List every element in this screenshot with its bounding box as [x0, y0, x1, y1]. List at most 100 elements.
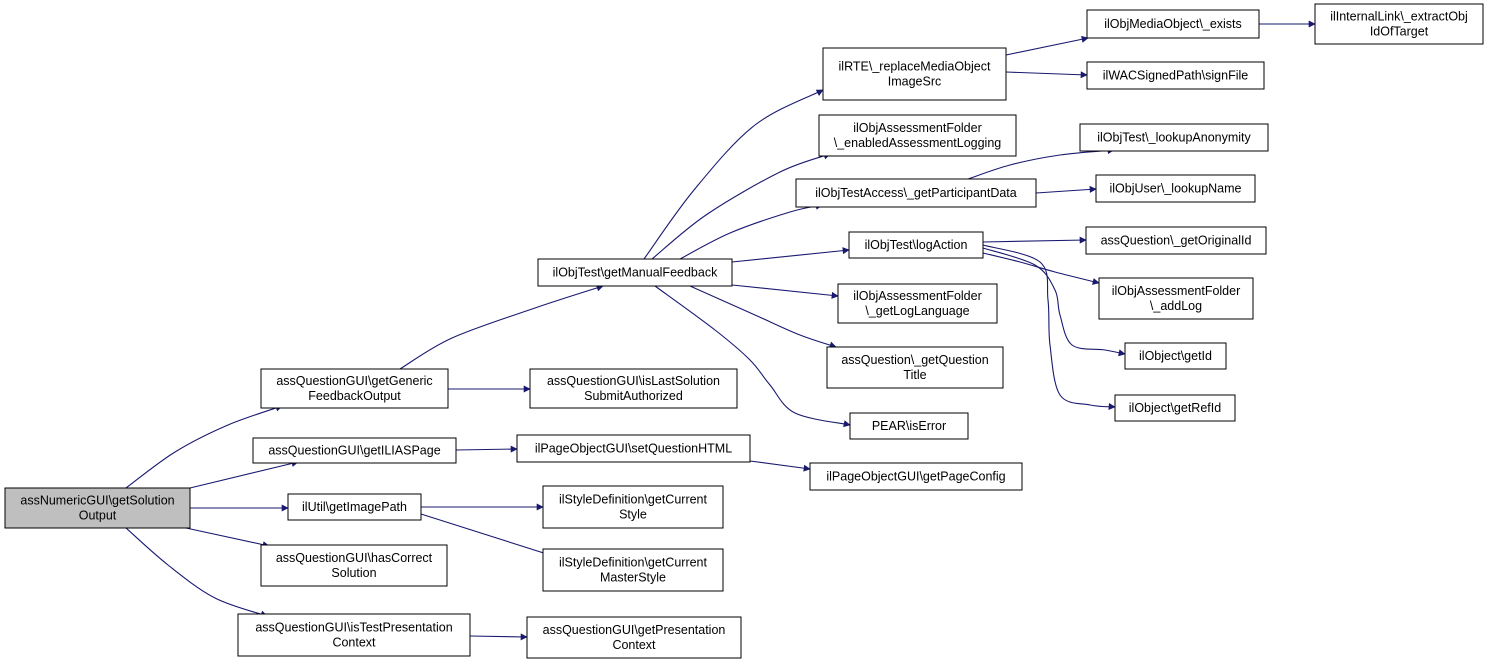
node-label: ilObjTest\_lookupAnonymity — [1097, 131, 1251, 145]
node-label: ilObject\getId — [1139, 349, 1212, 363]
node-box — [1314, 3, 1484, 45]
edge-root-to-isTestPresentation — [125, 527, 268, 618]
node-getId[interactable]: ilObject\getId — [1124, 342, 1227, 370]
node-box — [849, 412, 969, 440]
node-box — [1095, 174, 1256, 203]
edge-getManualFeedback-to-getParticipantData — [679, 202, 823, 260]
node-box — [287, 493, 422, 521]
edge-root-to-getILIASPage — [189, 460, 299, 489]
node-box — [1086, 61, 1265, 90]
node-lookupAnonymity[interactable]: ilObjTest\_lookupAnonymity — [1079, 123, 1269, 152]
node-label: ilObjTest\logAction — [865, 238, 968, 252]
node-label: FeedbackOutput — [308, 389, 401, 403]
node-label: assNumericGUI\getSolution — [20, 494, 174, 508]
edge-root-to-genericFeedback — [125, 404, 283, 489]
node-box — [818, 114, 1017, 157]
node-box — [526, 616, 742, 659]
edge-getManualFeedback-to-enabledLogging — [651, 152, 831, 260]
node-getParticipantData[interactable]: ilObjTestAccess\_getParticipantData — [795, 178, 1037, 208]
node-addLog[interactable]: ilObjAssessmentFolder\_addLog — [1098, 277, 1254, 320]
node-box — [837, 283, 998, 324]
node-box — [260, 368, 449, 409]
node-label: ilRTE\_replaceMediaObject — [839, 60, 991, 74]
node-label: ilObjUser\_lookupName — [1109, 182, 1241, 196]
node-box — [1098, 277, 1254, 320]
node-lookupName[interactable]: ilObjUser\_lookupName — [1095, 174, 1256, 203]
node-label: ilObjMediaObject\_exists — [1104, 17, 1242, 31]
node-label: Output — [79, 509, 117, 523]
edge-getParticipantData-to-lookupAnonymity — [967, 147, 1115, 180]
node-box — [237, 613, 471, 657]
node-getOriginalId[interactable]: assQuestion\_getOriginalId — [1085, 226, 1267, 255]
edge-getManualFeedback-to-getQuestionTitle — [689, 285, 837, 349]
node-label: ilWACSignedPath\signFile — [1103, 69, 1248, 83]
node-label: SubmitAuthorized — [584, 389, 683, 403]
edge-getParticipantData-to-lookupName — [1035, 185, 1097, 194]
node-label: IdOfTarget — [1370, 25, 1429, 39]
node-label: assQuestionGUI\isTestPresentation — [255, 621, 452, 635]
node-getManualFeedback[interactable]: ilObjTest\getManualFeedback — [537, 258, 733, 287]
node-setQuestionHTML[interactable]: ilPageObjectGUI\setQuestionHTML — [516, 434, 751, 463]
node-signFile[interactable]: ilWACSignedPath\signFile — [1086, 61, 1265, 90]
node-label: PEAR\isError — [872, 419, 946, 433]
node-label: MasterStyle — [600, 571, 666, 585]
node-box — [822, 47, 1007, 101]
node-label: Title — [903, 368, 926, 382]
node-label: Style — [619, 508, 647, 522]
node-box — [1086, 9, 1260, 39]
node-label: assQuestion\_getOriginalId — [1101, 234, 1252, 248]
node-box — [1114, 394, 1236, 422]
edge-genericFeedback-to-getManualFeedback — [399, 284, 604, 370]
node-label: ilUtil\getImagePath — [302, 500, 407, 514]
node-label: \_addLog — [1150, 299, 1202, 313]
edge-logAction-to-getOriginalId — [982, 236, 1087, 244]
node-label: ilObjTestAccess\_getParticipantData — [815, 186, 1017, 200]
node-label: ilPageObjectGUI\getPageConfig — [826, 470, 1005, 484]
node-box — [516, 434, 751, 463]
node-enabledLogging[interactable]: ilObjAssessmentFolder\_enabledAssessment… — [818, 114, 1017, 157]
node-label: ilObject\getRefId — [1129, 401, 1221, 415]
node-getRefId[interactable]: ilObject\getRefId — [1114, 394, 1236, 422]
node-getILIASPage[interactable]: assQuestionGUI\getILIASPage — [252, 437, 457, 464]
node-label: ImageSrc — [888, 75, 942, 89]
node-label: ilObjAssessmentFolder — [853, 121, 982, 135]
node-label: assQuestionGUI\getPresentation — [543, 623, 726, 637]
edge-logAction-to-getRefId — [982, 244, 1116, 410]
node-label: \_enabledAssessmentLogging — [834, 136, 1002, 150]
node-getLogLanguage[interactable]: ilObjAssessmentFolder\_getLogLanguage — [837, 283, 998, 324]
node-box — [4, 487, 191, 529]
node-label: ilObjAssessmentFolder — [853, 289, 982, 303]
node-isError[interactable]: PEAR\isError — [849, 412, 969, 440]
node-label: Context — [332, 636, 376, 650]
node-box — [1124, 342, 1227, 370]
edge-getManualFeedback-to-replaceMedia — [643, 89, 824, 260]
node-label: ilPageObjectGUI\setQuestionHTML — [535, 442, 732, 456]
node-box — [826, 346, 1004, 389]
node-getImagePath[interactable]: ilUtil\getImagePath — [287, 493, 422, 521]
node-label: ilObjAssessmentFolder — [1112, 284, 1241, 298]
node-isLastSolution[interactable]: assQuestionGUI\isLastSolutionSubmitAutho… — [529, 368, 738, 409]
node-getPageConfig[interactable]: ilPageObjectGUI\getPageConfig — [809, 462, 1023, 491]
node-mediaExists[interactable]: ilObjMediaObject\_exists — [1086, 9, 1260, 39]
node-logAction[interactable]: ilObjTest\logAction — [848, 231, 984, 259]
node-box — [542, 548, 724, 592]
node-label: Context — [612, 638, 656, 652]
node-label: ilInternalLink\_extractObj — [1330, 10, 1468, 24]
node-label: \_getLogLanguage — [865, 304, 969, 318]
node-box — [529, 368, 738, 409]
node-box — [260, 544, 448, 587]
node-label: ilObjTest\getManualFeedback — [553, 266, 718, 280]
node-box — [1079, 123, 1269, 152]
edge-replaceMedia-to-signFile — [1005, 71, 1088, 79]
